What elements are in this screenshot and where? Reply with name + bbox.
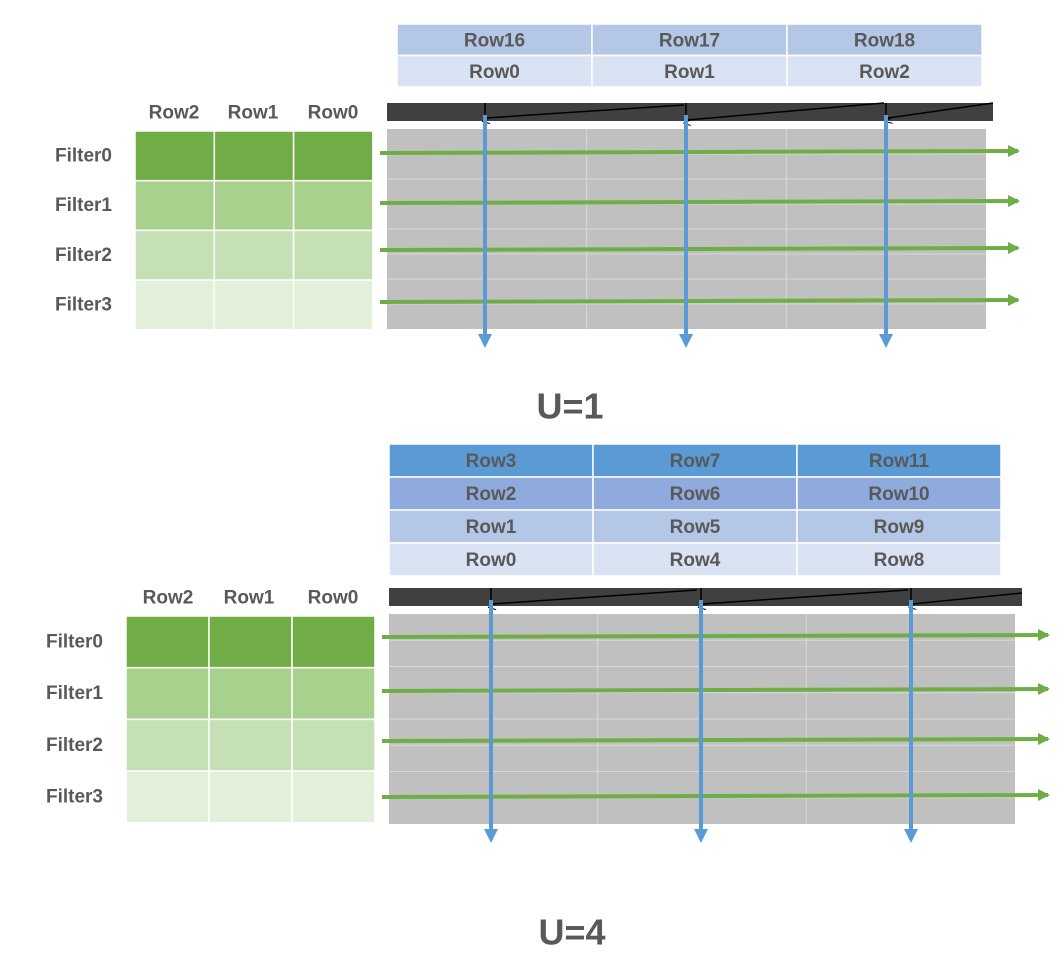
filter-label: Filter1 — [46, 683, 103, 704]
input-row-cell — [591, 54, 788, 88]
input-row-label: Row10 — [868, 484, 929, 505]
filter-column-label: Row0 — [308, 103, 359, 124]
filter-sweep-arrow — [381, 629, 1050, 642]
output-bar — [387, 103, 993, 121]
input-row-label: Row11 — [869, 451, 930, 472]
filter-sweep-arrow — [379, 145, 1020, 158]
filter-cell — [208, 666, 293, 721]
input-row-cell — [786, 54, 983, 88]
filter-cell — [291, 770, 376, 824]
input-row-label: Row8 — [874, 550, 925, 571]
input-row-cell — [591, 23, 788, 57]
filter-cell — [213, 229, 295, 281]
input-row-label: Row5 — [670, 517, 721, 538]
input-row-label: Row16 — [464, 30, 525, 51]
filter-cell — [125, 666, 210, 721]
filter-cell — [213, 179, 295, 232]
filter-cell — [292, 279, 374, 331]
input-row-label: Row2 — [466, 484, 517, 505]
filter-cell — [292, 130, 374, 182]
filter-label: Filter1 — [55, 195, 112, 216]
filter-label: Filter3 — [46, 786, 103, 807]
input-row-label: Row1 — [466, 517, 517, 538]
filter-cell — [125, 770, 210, 824]
panel-caption: U=4 — [538, 912, 605, 953]
filter-column-label: Row1 — [228, 103, 279, 124]
traversal-step — [486, 104, 685, 118]
filter-column-label: Row0 — [308, 588, 359, 609]
input-row-label: Row3 — [466, 451, 517, 472]
traversal-step — [702, 589, 909, 604]
input-row-cell — [592, 542, 798, 577]
input-row-label: Row17 — [659, 30, 720, 51]
filter-cell — [125, 718, 210, 772]
filter-label: Filter0 — [46, 631, 103, 652]
traversal-step — [687, 102, 885, 120]
filter-sweep-arrow — [379, 242, 1020, 255]
traversal-step — [492, 589, 698, 604]
input-row-cell — [396, 23, 593, 57]
column-sweep-arrowhead — [679, 334, 693, 348]
filter-cell — [134, 130, 216, 182]
column-sweep-arrowhead — [484, 829, 498, 843]
filter-cell — [291, 615, 376, 669]
panel-caption: U=1 — [536, 386, 603, 427]
column-sweep-arrowhead — [694, 829, 708, 843]
filter-sweep-arrow — [381, 789, 1050, 802]
filter-sweep-arrow — [381, 683, 1050, 696]
input-row-label: Row0 — [466, 550, 517, 571]
input-row-label: Row9 — [874, 517, 925, 538]
input-row-cell — [388, 509, 594, 544]
filter-label: Filter2 — [55, 245, 112, 266]
traversal-step — [888, 102, 994, 118]
input-row-cell — [592, 509, 798, 544]
filter-cell — [291, 666, 376, 721]
filter-sweep-arrow — [379, 195, 1020, 208]
input-row-cell — [796, 542, 1002, 577]
filter-column-label: Row1 — [224, 588, 275, 609]
input-row-cell — [592, 476, 798, 511]
input-row-cell — [388, 542, 594, 577]
filter-cell — [213, 130, 295, 182]
filter-cell — [213, 279, 295, 331]
column-sweep-arrowhead — [879, 334, 893, 348]
filter-label: Filter0 — [55, 145, 112, 166]
input-row-label: Row6 — [670, 484, 721, 505]
filter-cell — [134, 279, 216, 331]
filter-label: Filter2 — [46, 735, 103, 756]
filter-sweep-arrow — [379, 294, 1020, 307]
filter-column-label: Row2 — [143, 588, 194, 609]
filter-cell — [208, 770, 293, 824]
input-row-label: Row4 — [670, 550, 721, 571]
filter-label: Filter3 — [55, 294, 112, 315]
input-row-label: Row7 — [670, 451, 721, 472]
input-row-label: Row1 — [664, 62, 715, 83]
filter-cell — [208, 718, 293, 772]
filter-column-label: Row2 — [149, 103, 200, 124]
filter-cell — [292, 229, 374, 281]
input-row-label: Row2 — [859, 62, 910, 83]
input-row-label: Row18 — [854, 30, 915, 51]
filter-cell — [125, 615, 210, 669]
filter-cell — [292, 179, 374, 232]
input-row-cell — [796, 509, 1002, 544]
traversal-step — [912, 592, 1023, 604]
input-row-cell — [796, 476, 1002, 511]
filter-cell — [291, 718, 376, 772]
filter-cell — [134, 179, 216, 232]
filter-sweep-arrow — [381, 733, 1050, 746]
input-row-label: Row0 — [469, 62, 520, 83]
column-sweep-arrowhead — [904, 829, 918, 843]
filter-cell — [134, 229, 216, 281]
filter-cell — [208, 615, 293, 669]
column-sweep-arrowhead — [478, 334, 492, 348]
input-row-cell — [592, 443, 798, 478]
